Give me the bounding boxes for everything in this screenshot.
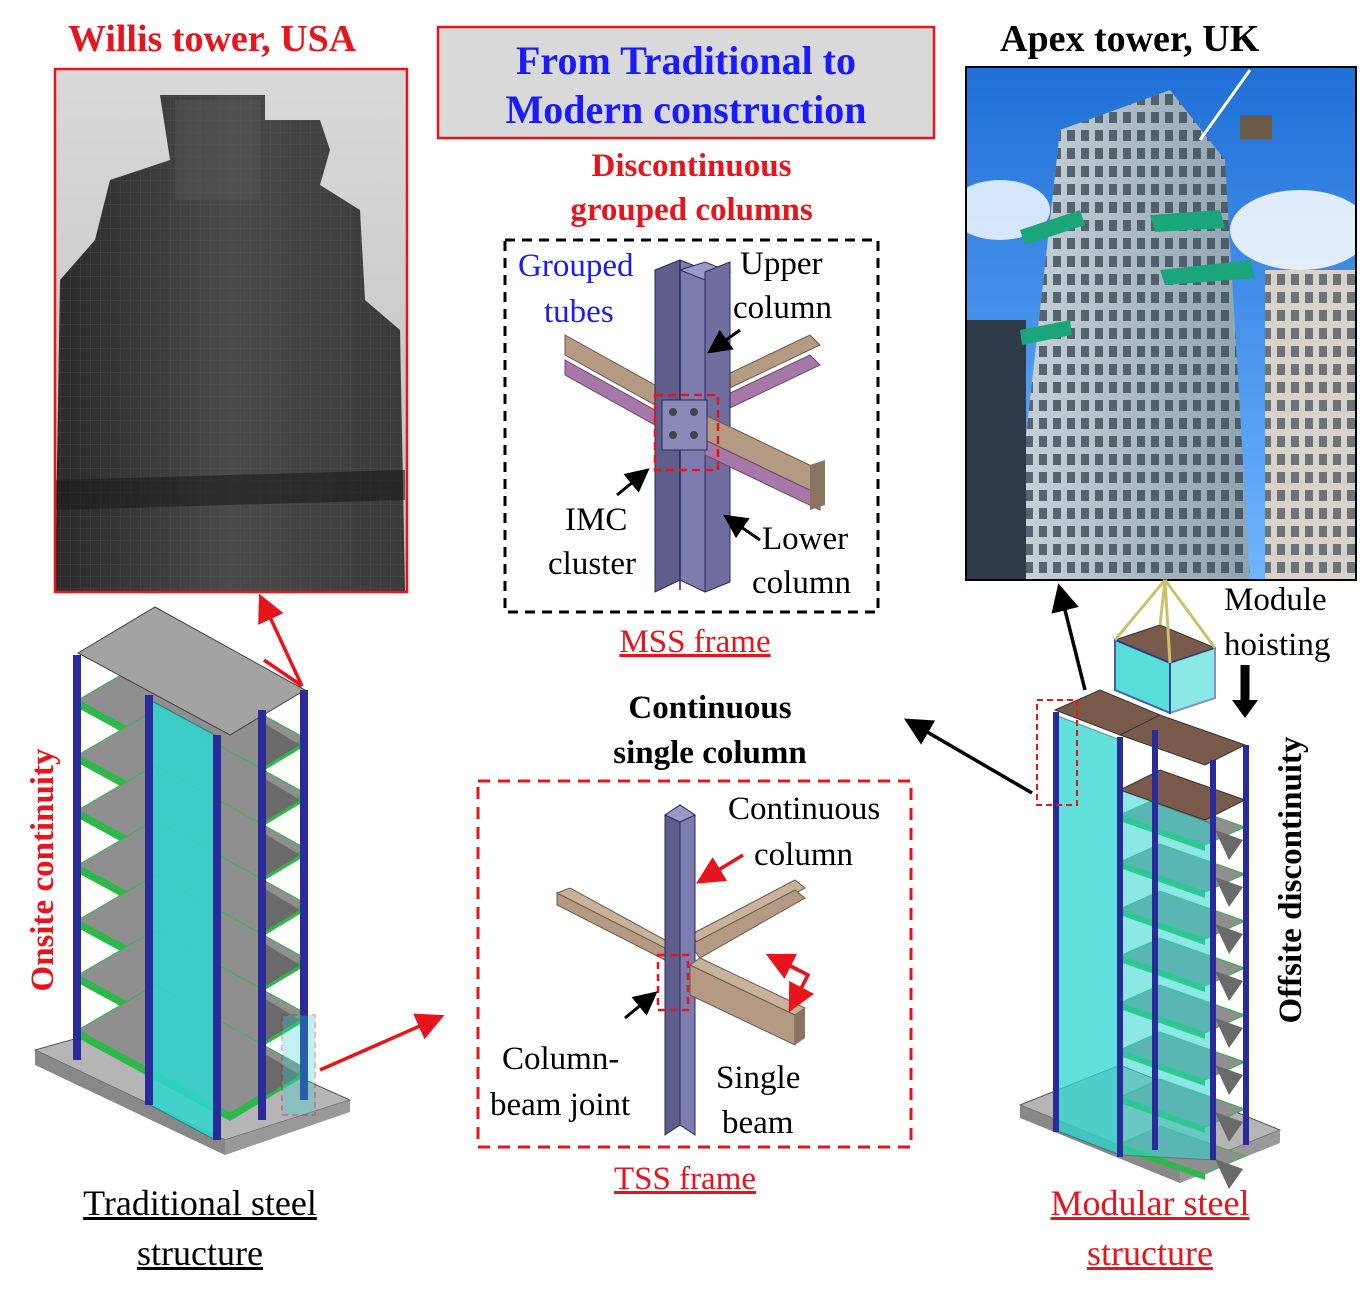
module-bracing: [1215, 1112, 1243, 1142]
module-bracing: [1215, 1159, 1243, 1189]
hoisting-arrow-head: [1232, 700, 1258, 718]
module-bracing: [1215, 971, 1243, 1001]
tss-heading-line-1: Continuous: [628, 690, 792, 726]
imc-label-2: cluster: [548, 546, 636, 582]
mss-heading-line-1: Discontinuous: [591, 148, 792, 184]
title-line-1: From Traditional to: [516, 38, 856, 83]
title-box: [436, 25, 936, 140]
apex-caption: Apex tower, UK: [1000, 18, 1260, 60]
willis-tower-photo: [53, 67, 409, 594]
tss-frame-label: TSS frame: [613, 1161, 757, 1197]
apex-tower-photo: [950, 66, 1370, 581]
traditional-label-2: structure: [137, 1233, 263, 1273]
mss-frame-label: MSS frame: [619, 624, 771, 660]
upper-column-label-2: column: [733, 290, 832, 326]
imc-cluster-arrow: [616, 468, 650, 497]
mss-heading-line-2: grouped columns: [570, 192, 813, 228]
tss-link-arrow: [319, 1013, 445, 1072]
grouped-tubes-label-1: Grouped: [518, 248, 634, 284]
willis-caption: Willis tower, USA: [68, 18, 357, 60]
module-bracing: [1215, 877, 1243, 907]
imc-label-1: IMC: [565, 502, 628, 538]
single-beam-label-1: Single: [716, 1060, 801, 1096]
title-line-2: Modern construction: [505, 87, 867, 132]
joint-arrow: [624, 991, 658, 1020]
apex-link-arrow: [1051, 583, 1087, 691]
traditional-label-1: Traditional steel: [83, 1183, 317, 1223]
lower-column-label-1: Lower: [762, 521, 849, 557]
bracing: [262, 722, 300, 768]
bracing: [262, 942, 300, 988]
tss-heading-line-2: single column: [613, 735, 807, 771]
continuous-column-arrow: [696, 853, 744, 884]
upper-column-arrow: [707, 328, 741, 354]
bracing: [262, 1052, 300, 1098]
traditional-steel-structure-model: [33, 606, 352, 1155]
bracing: [262, 777, 300, 823]
willis-link-arrow: [258, 593, 304, 687]
tss-joint-model: [555, 804, 806, 1136]
bracing: [262, 887, 300, 933]
bracing: [262, 832, 300, 878]
willis-link-line: [263, 658, 303, 688]
module-bracing: [1215, 830, 1243, 860]
module-bracing: [1215, 924, 1243, 954]
module-bracing: [1215, 1065, 1243, 1095]
modular-label-2: structure: [1087, 1233, 1213, 1273]
onsite-continuity-label: Onsite continuity: [25, 748, 62, 992]
joint-label-1: Column-: [502, 1041, 620, 1077]
lower-column-label-2: column: [752, 565, 851, 601]
upper-column-label-1: Upper: [740, 246, 823, 282]
grouped-tubes-label-2: tubes: [544, 294, 614, 330]
single-beam-label-2: beam: [722, 1105, 794, 1141]
continuous-column-label-1: Continuous: [728, 791, 881, 827]
module-bracing: [1215, 1018, 1243, 1048]
module-hoisting-label-1: Module: [1224, 582, 1327, 618]
joint-label-2: beam joint: [490, 1087, 631, 1123]
offsite-discontinuity-label: Offsite discontinuity: [1273, 736, 1310, 1024]
continuous-column-label-2: column: [754, 837, 853, 873]
lower-column-arrow: [723, 514, 761, 542]
bracing: [262, 997, 300, 1043]
modular-steel-structure-model: [1018, 579, 1282, 1189]
mss-link-arrow: [903, 718, 1033, 795]
module-hoisting-label-2: hoisting: [1224, 627, 1331, 663]
modular-label-1: Modular steel: [1050, 1183, 1250, 1223]
